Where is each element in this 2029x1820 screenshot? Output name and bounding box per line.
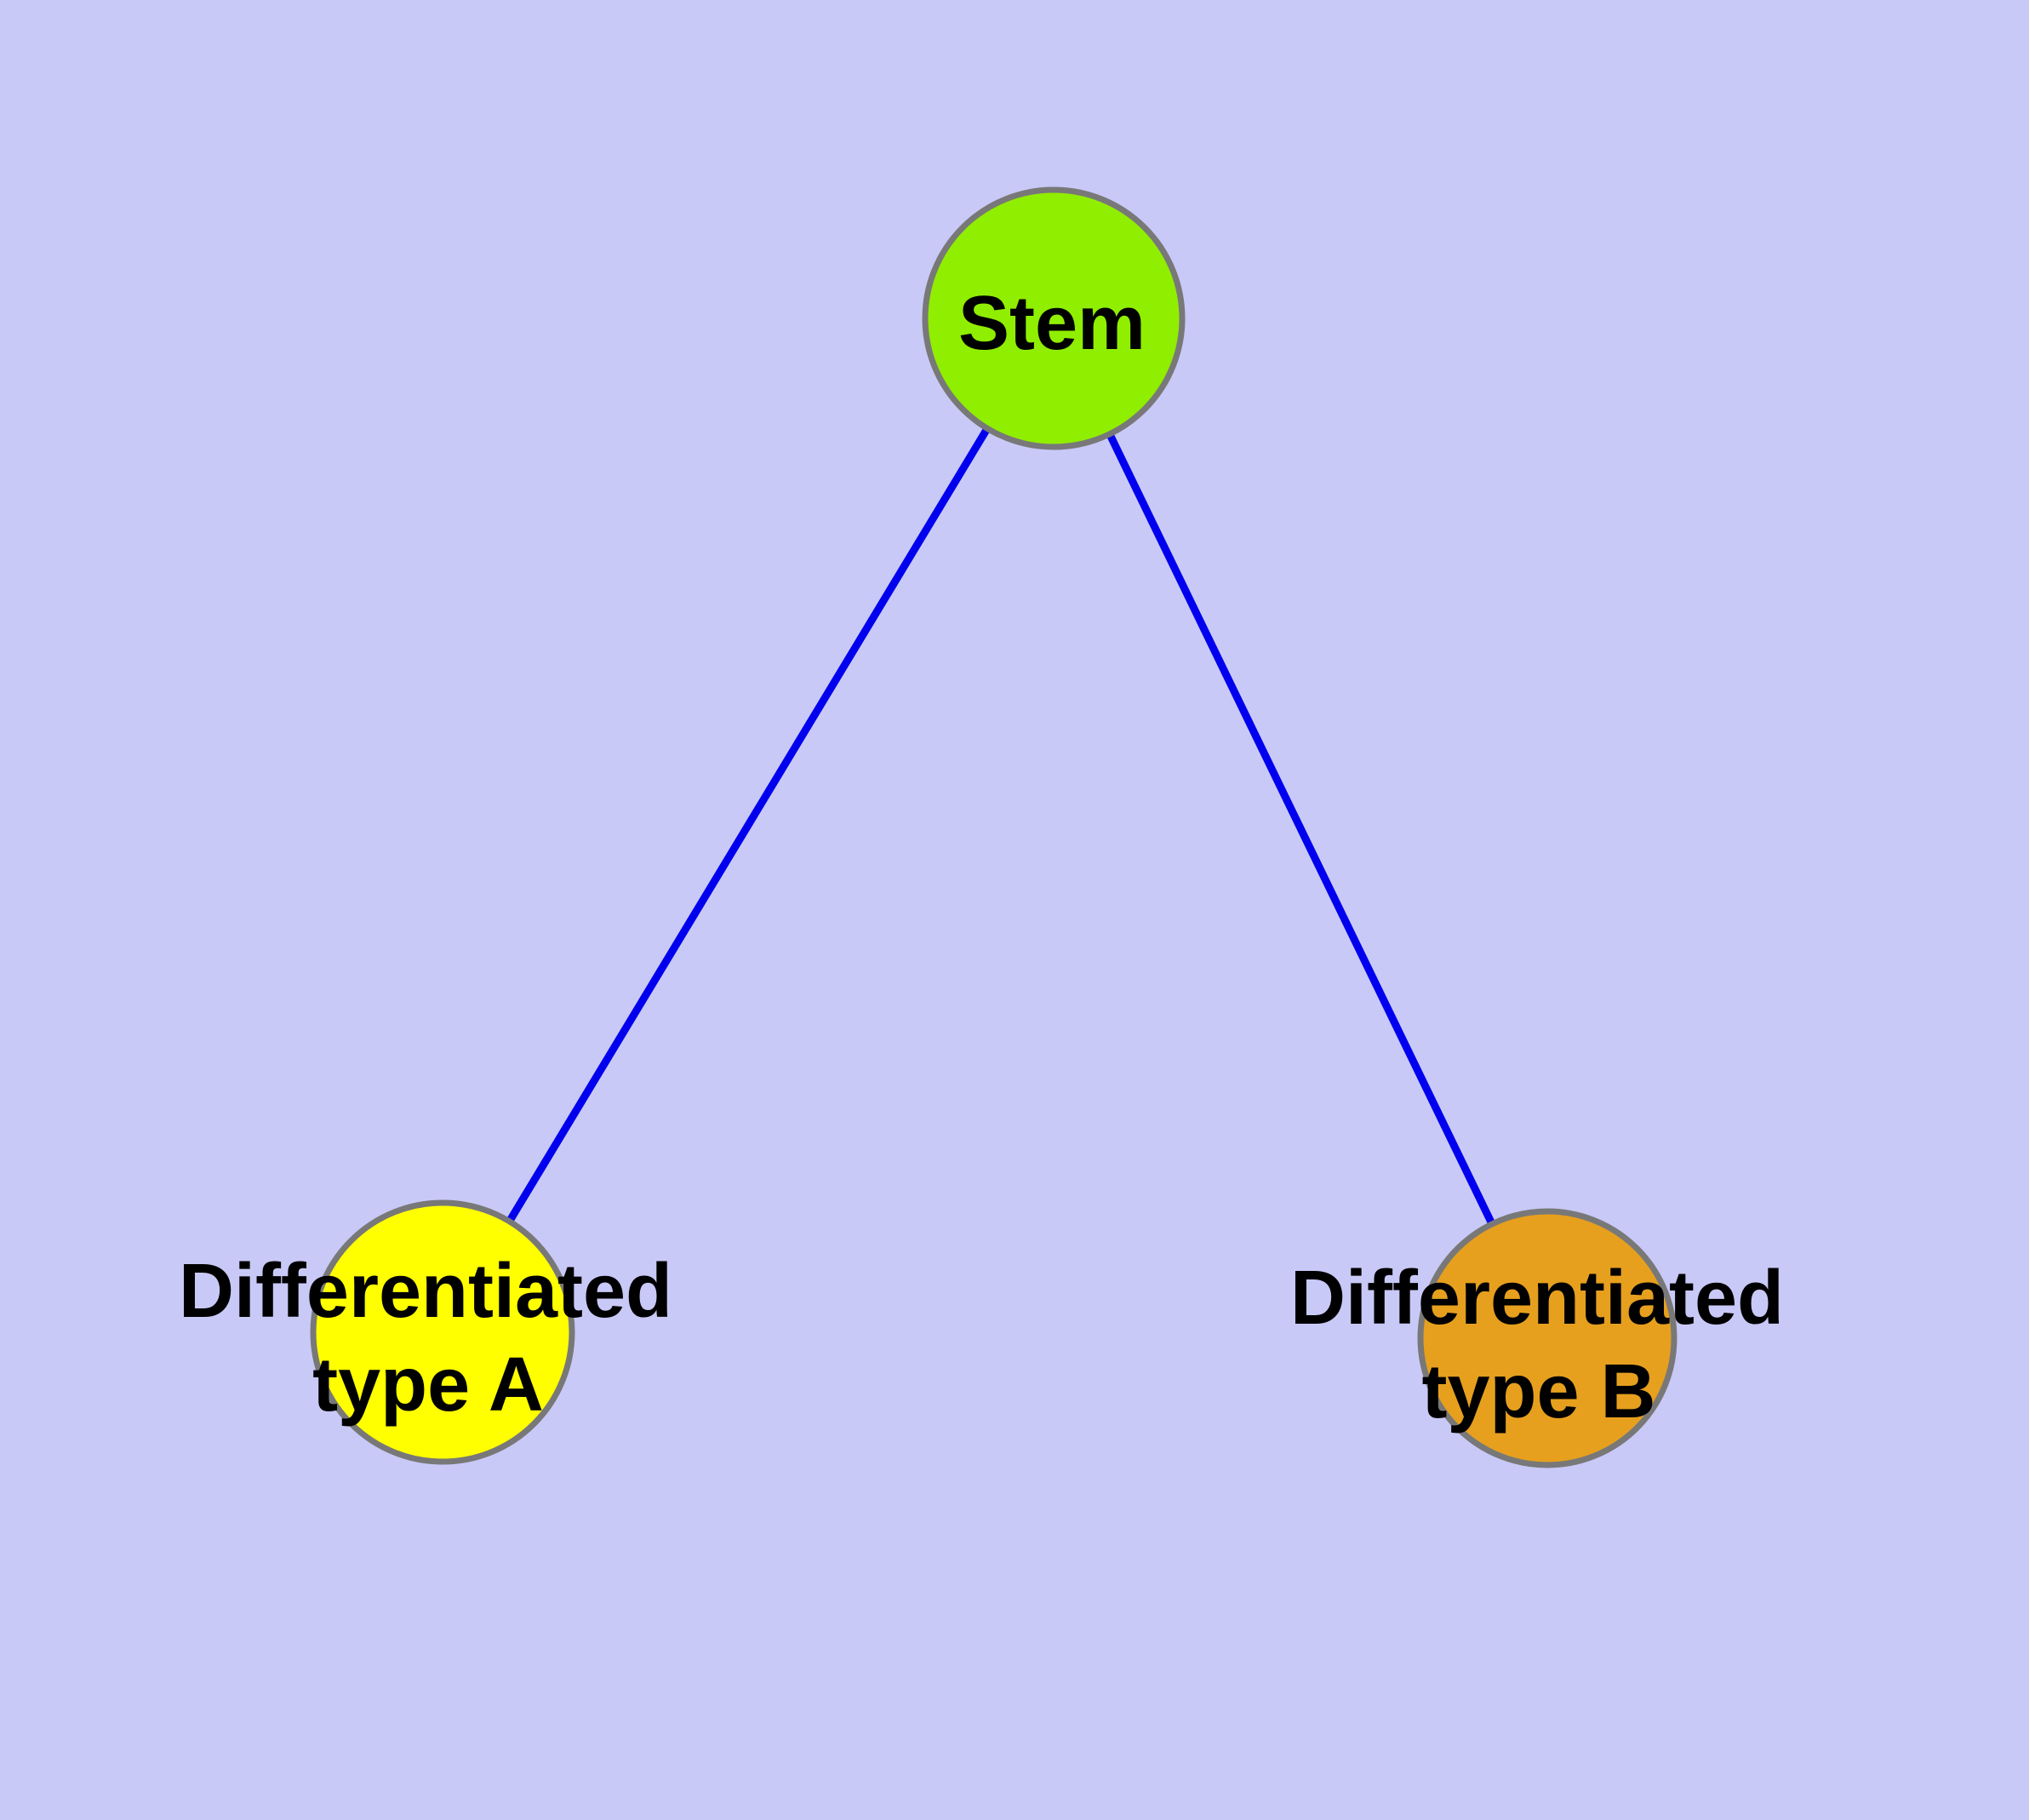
- node-type-b-label-line2: type B: [1421, 1349, 1655, 1434]
- node-type-b-label-line1: Differentiated: [1290, 1256, 1784, 1341]
- node-type-a-circle: [310, 1199, 575, 1465]
- node-stem-label: Stem: [958, 281, 1146, 366]
- node-type-b-circle: [1417, 1208, 1677, 1468]
- node-type-a-label-line1: Differentiated: [179, 1249, 672, 1334]
- node-stem-circle: [922, 186, 1186, 450]
- edge-stem-to-type-b: [1049, 314, 1552, 1342]
- node-type-a-label-line2: type A: [312, 1342, 544, 1428]
- edge-stem-to-type-a: [438, 314, 1058, 1336]
